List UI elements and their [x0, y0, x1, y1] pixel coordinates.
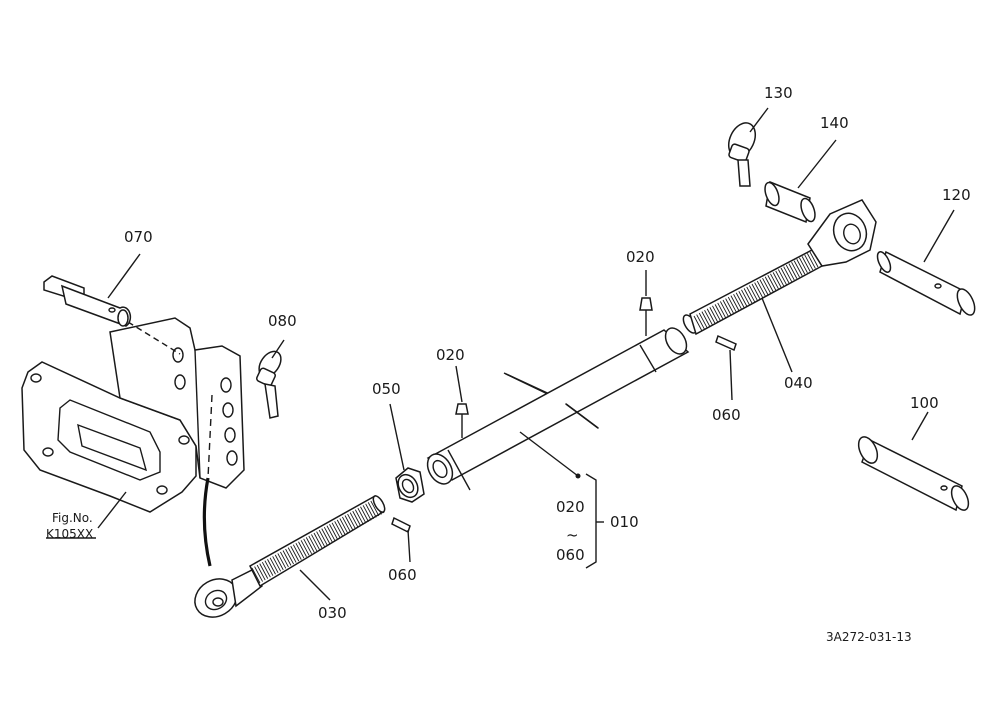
label-120: 120 [942, 186, 971, 204]
label-fig-ref: K105XX [46, 527, 93, 541]
turnbuckle-tube-010 [426, 327, 690, 491]
label-010: 010 [610, 513, 639, 531]
label-130: 130 [764, 84, 793, 102]
pin-070 [43, 275, 132, 327]
label-020-upper: 020 [626, 248, 655, 266]
label-020-lower: 020 [436, 346, 465, 364]
label-140: 140 [820, 114, 849, 132]
label-fig-no: Fig.No. [52, 511, 93, 525]
label-060-range: 060 [556, 546, 585, 564]
spring-pin-060-upper [715, 334, 737, 352]
label-060-lower: 060 [388, 566, 417, 584]
label-020-range: 020 [556, 498, 585, 516]
drawing-code: 3A272-031-13 [826, 630, 912, 644]
label-100: 100 [910, 394, 939, 412]
spring-pin-060-lower [391, 516, 411, 534]
threaded-rod-030 [194, 494, 386, 618]
bushing-140 [764, 180, 816, 224]
label-080: 080 [268, 312, 297, 330]
threaded-rod-040 [682, 199, 877, 336]
label-030: 030 [318, 604, 347, 622]
lynch-pin-130 [727, 122, 757, 187]
pin-100 [857, 436, 970, 512]
grease-fitting-bullet [575, 473, 581, 479]
label-040: 040 [784, 374, 813, 392]
grease-fitting-020-left [455, 403, 469, 438]
lynch-pin-080 [256, 350, 282, 419]
leader-lines [46, 107, 955, 601]
label-060-upper: 060 [712, 406, 741, 424]
label-050: 050 [372, 380, 401, 398]
pin-120 [876, 250, 976, 316]
label-070: 070 [124, 228, 153, 246]
grease-fitting-020-right [639, 297, 653, 336]
group-bracket [585, 473, 597, 569]
label-range-tilde: ~ [566, 526, 579, 544]
check-chain [202, 477, 212, 567]
lock-nut-050 [395, 467, 425, 503]
drawbar-bracket [21, 317, 245, 513]
